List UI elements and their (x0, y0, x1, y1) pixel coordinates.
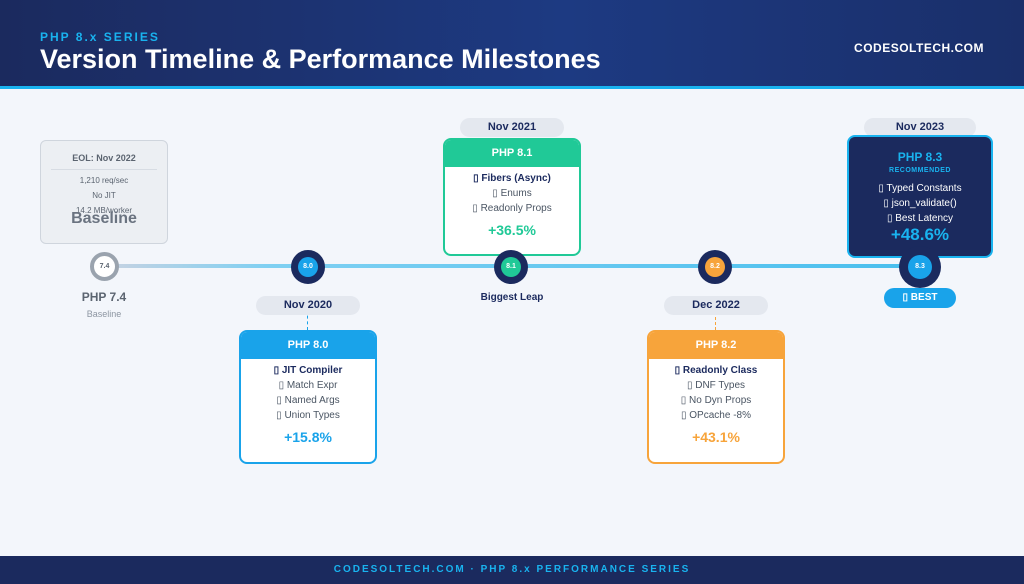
node-label: 8.3 (908, 255, 932, 279)
brand-label: CODESOLTECH.COM (854, 41, 984, 55)
date-pill-83: Nov 2023 (864, 118, 976, 137)
card-feature: ▯ json_validate() (883, 198, 957, 209)
card-feature: ▯ Best Latency (886, 213, 954, 224)
footer-banner: CODESOLTECH.COM · PHP 8.x PERFORMANCE SE… (0, 556, 1024, 584)
recommended-badge: RECOMMENDED (889, 167, 951, 174)
card-title: PHP 8.3 (897, 150, 943, 164)
card-feature: ▯ Typed Constants (878, 183, 962, 194)
version-card-81: PHP 8.1 ▯ Fibers (Async) ▯ Enums ▯ Reado… (443, 138, 581, 256)
baseline-stat: No JIT (92, 191, 116, 200)
timeline-node-83: 8.3 (899, 246, 941, 288)
date-pill-80: Nov 2020 (256, 296, 360, 315)
timeline-node-82: 8.2 (698, 250, 732, 284)
baseline-eol: EOL: Nov 2022 (72, 153, 136, 163)
card-feature: ▯ Readonly Props (472, 203, 552, 214)
header-accent-line (0, 86, 1024, 89)
connector-82 (715, 312, 716, 330)
baseline-big-label: Baseline (71, 210, 137, 227)
card-feature: ▯ Readonly Class (674, 365, 758, 376)
card-feature: ▯ Match Expr (278, 380, 338, 391)
page-title: Version Timeline & Performance Milestone… (40, 44, 601, 74)
baseline-stat: 14.2 MB/worker (75, 206, 133, 215)
card-feature: ▯ Enums (492, 188, 532, 199)
baseline-stat: 1,210 req/sec (79, 176, 129, 185)
card-feature: ▯ OPcache -8% (681, 410, 751, 421)
connector-80 (307, 310, 308, 330)
php74-sub: Baseline (86, 309, 122, 319)
date-pill-82: Dec 2022 (664, 296, 768, 315)
best-badge: ▯ BEST (884, 288, 956, 308)
php74-version: PHP 7.4 (81, 290, 127, 304)
card-gain: +36.5% (488, 222, 536, 238)
timeline-node-74: 7.4 (90, 252, 119, 281)
node-label: 8.2 (705, 257, 725, 277)
version-card-80: PHP 8.0 ▯ JIT Compiler ▯ Match Expr ▯ Na… (239, 330, 377, 464)
card-gain: +48.6% (890, 225, 950, 244)
node-label: 8.0 (298, 257, 318, 277)
baseline-divider (51, 169, 157, 170)
card-gain: +43.1% (692, 429, 740, 445)
card-title: PHP 8.1 (445, 140, 579, 167)
baseline-card: EOL: Nov 2022 1,210 req/sec No JIT 14.2 … (40, 140, 168, 244)
card-feature: ▯ Union Types (276, 410, 340, 421)
card-feature: ▯ No Dyn Props (680, 395, 752, 406)
timeline-node-80: 8.0 (291, 250, 325, 284)
timeline-node-81: 8.1 (494, 250, 528, 284)
card-gain: +15.8% (284, 429, 332, 445)
card-feature: ▯ DNF Types (686, 380, 746, 391)
card-title: PHP 8.2 (649, 332, 783, 359)
version-card-82: PHP 8.2 ▯ Readonly Class ▯ DNF Types ▯ N… (647, 330, 785, 464)
biggest-leap-label: Biggest Leap (480, 292, 544, 303)
series-label: PHP 8.x SERIES (40, 30, 160, 44)
node-label: 7.4 (99, 263, 110, 270)
date-pill-81: Nov 2021 (460, 118, 564, 137)
card-feature: ▯ Fibers (Async) (473, 173, 551, 184)
node-label: 8.1 (501, 257, 521, 277)
header-banner: PHP 8.x SERIES Version Timeline & Perfor… (0, 0, 1024, 86)
card-title: PHP 8.0 (241, 332, 375, 359)
card-feature: ▯ Named Args (276, 395, 340, 406)
card-feature: ▯ JIT Compiler (273, 365, 343, 376)
version-card-83: PHP 8.3 RECOMMENDED ▯ Typed Constants ▯ … (847, 135, 993, 258)
